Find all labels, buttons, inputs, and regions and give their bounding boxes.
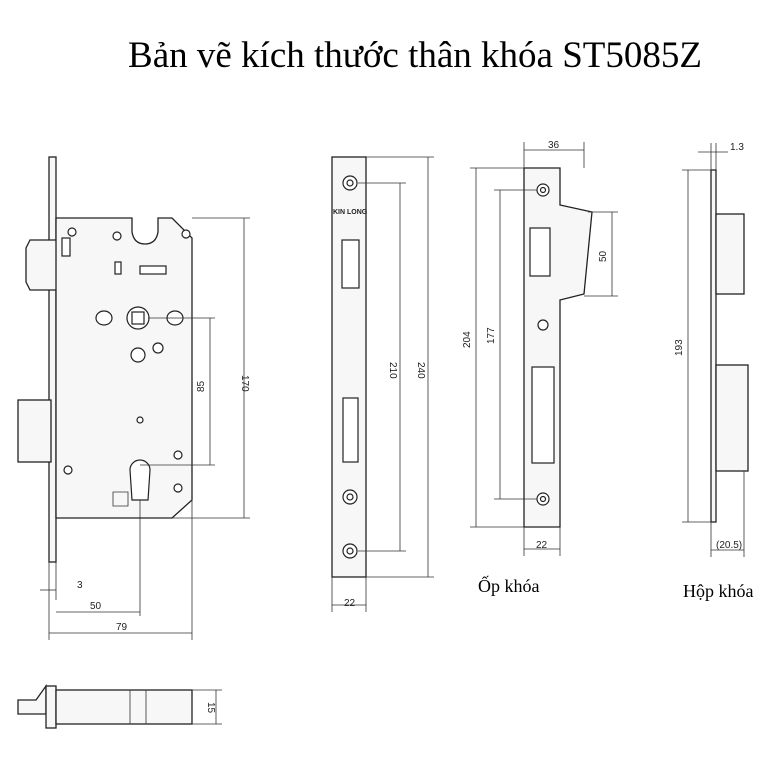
caption-lock-box: Hộp khóa: [683, 581, 754, 601]
dim-strike-length: 204: [462, 331, 473, 348]
strike-plate-view: 36 50 204 177 22: [462, 140, 618, 556]
faceplate-front-view: KIN LONG 22 210 240: [331, 156, 434, 612]
faceplate: [331, 156, 367, 578]
dim-strike-screw-spacing: 177: [486, 327, 497, 344]
dim-box-flange: 1.3: [730, 142, 744, 153]
dim-strike-top-width: 36: [548, 140, 560, 151]
dim-body-depth: 79: [116, 622, 128, 633]
strike-deadbolt-slot: [531, 366, 555, 464]
strike-latch-slot: [529, 227, 551, 277]
caption-strike-plate: Ốp khóa: [478, 576, 540, 596]
latch-bolt: [25, 239, 58, 291]
deadbolt-slot: [342, 397, 359, 463]
dim-bolt-throw: 15: [205, 702, 216, 714]
bolt-case-side: [55, 689, 193, 725]
lock-case: [55, 217, 193, 519]
dim-box-depth: (20.5): [716, 540, 742, 551]
box-lower: [715, 364, 749, 472]
dim-body-height: 170: [239, 375, 250, 392]
box-flange: [710, 169, 717, 523]
drawing-title: Bản vẽ kích thước thân khóa ST5085Z: [128, 35, 702, 76]
latch-slot: [341, 239, 360, 289]
lock-box-view: 1.3 193 (20.5): [674, 142, 749, 557]
dim-backset: 50: [90, 601, 102, 612]
deadbolt: [17, 399, 52, 463]
strike-plate: [523, 167, 593, 528]
dim-faceplate-thickness: 3: [77, 580, 83, 591]
dim-screw-spacing: 210: [387, 362, 398, 379]
dim-faceplate-width: 22: [344, 598, 356, 609]
bolt-side-view: 15: [17, 683, 222, 729]
dim-box-height: 193: [674, 339, 685, 356]
cylinder-cutout: [129, 459, 151, 501]
lock-body-front-view: 3 50 79 170 85: [17, 156, 250, 640]
dim-strike-lip: 50: [598, 250, 609, 262]
faceplate-side: [48, 156, 57, 563]
dim-strike-bottom-width: 22: [536, 540, 548, 551]
bolt-tip: [17, 683, 47, 715]
brand-mark: KIN LONG: [333, 209, 368, 216]
box-upper: [715, 213, 745, 295]
dim-faceplate-length: 240: [415, 362, 426, 379]
dim-center-distance: 85: [196, 380, 207, 392]
